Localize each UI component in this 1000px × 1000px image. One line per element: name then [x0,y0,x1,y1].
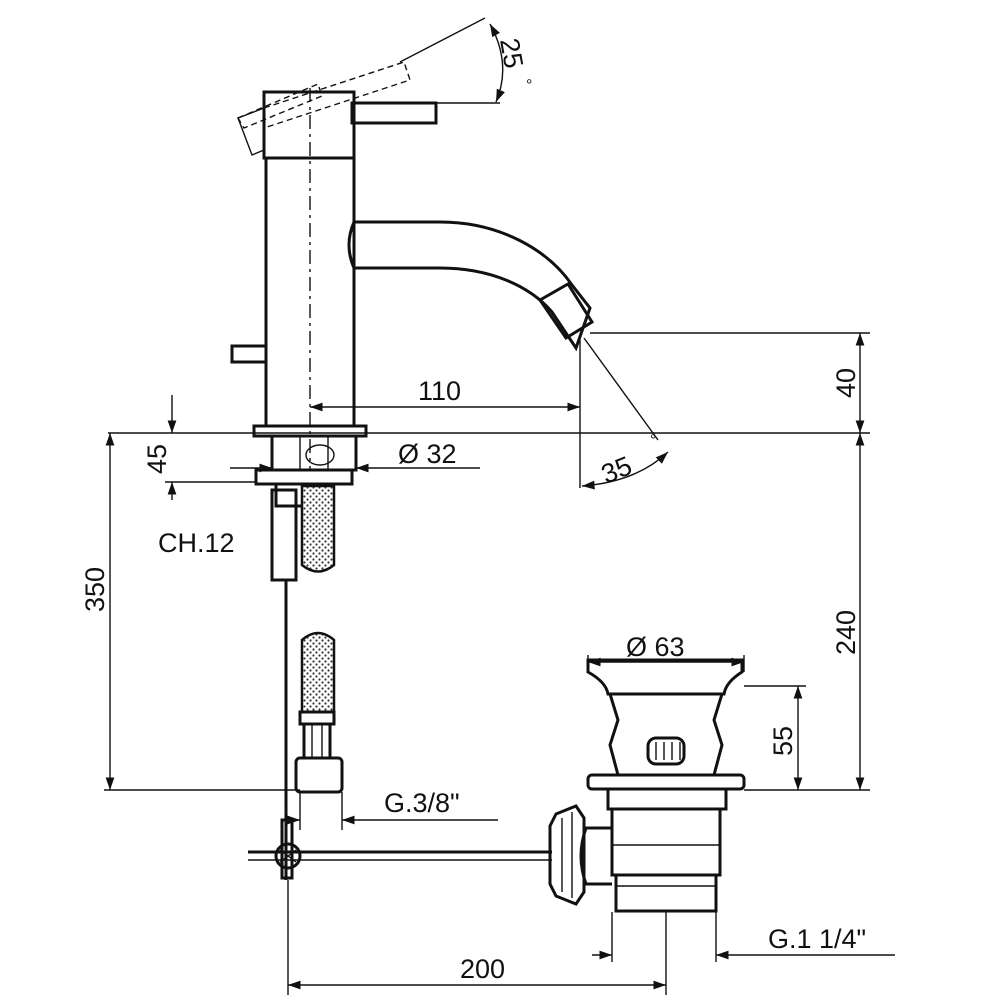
dim-spout-height: 40 [831,368,861,398]
flex-hose-lower [300,631,336,714]
faucet-body [230,61,595,880]
dim-spout-reach: 110 [418,376,461,406]
dim-lever-angle: 25 [494,36,529,71]
rod-clamp [274,842,302,870]
waste-assembly [248,658,746,913]
waste-thread [606,787,728,811]
waste-flange [586,658,744,696]
dim-base-thickness: 45 [142,444,172,474]
lever-handle [350,101,438,125]
dim-waste-diameter: Ø 63 [626,632,685,662]
hose-ferrule [298,710,336,726]
dim-spout-angle-unit: ° [650,432,656,449]
flex-hose-upper [300,484,336,573]
tail-thread [270,434,358,472]
dim-waste-height: 55 [768,726,798,756]
hose-connector [294,756,344,794]
aerator [537,281,595,341]
fixing-washer [254,468,354,486]
dim-supply-thread: G.3/8" [384,788,460,818]
pivot-nut [548,804,586,906]
waste-side-branch [579,826,612,886]
pullrod-upper [270,488,298,582]
dim-lever-angle-unit: ° [526,77,532,94]
hose-nut [302,722,332,760]
dim-tail-to-waste: 240 [831,610,861,655]
dimension-labels: 25 ° 110 40 35 ° 45 Ø 32 CH.12 350 240 Ø… [80,36,866,984]
dim-waste-thread: G.1 1/4" [768,924,866,954]
popup-knob [230,344,268,364]
waste-seat [586,773,746,791]
dim-hex-key: CH.12 [158,528,235,558]
waste-slot [646,736,686,766]
dim-base-diameter: Ø 32 [398,439,457,469]
waste-tailpiece [610,807,722,877]
dim-overall-height: 350 [80,567,110,612]
dim-pullrod-length: 200 [460,954,505,984]
spout [347,220,592,352]
dimension-lines [104,17,895,995]
waste-outlet [614,873,718,913]
